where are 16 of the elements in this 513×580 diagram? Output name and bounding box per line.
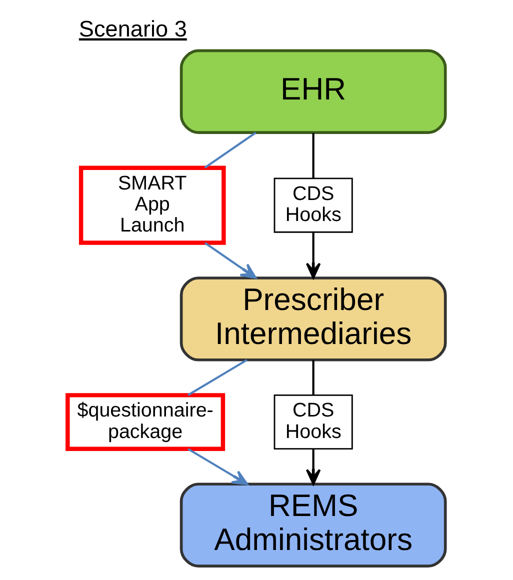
connector [204, 132, 256, 169]
node-box: Prescriber Intermediaries [180, 276, 447, 362]
arrow [306, 232, 321, 279]
connector [312, 133, 314, 178]
connector [188, 359, 248, 396]
diagram-title: Scenario 3 [78, 16, 187, 42]
node-box: REMS Administrators [180, 482, 447, 568]
node-box: $questionnaire-package [66, 393, 226, 451]
arrow [306, 449, 321, 485]
arrow [204, 242, 257, 279]
connector [312, 360, 314, 396]
node-box: CDS Hooks [274, 178, 353, 233]
node-box: EHR [180, 49, 447, 134]
arrow [188, 448, 248, 486]
node-box: CDS Hooks [274, 394, 353, 450]
node-box: SMART App Launch [78, 166, 226, 245]
